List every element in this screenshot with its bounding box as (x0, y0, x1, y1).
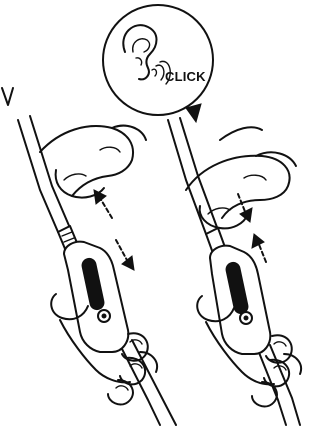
pull-up-arrow (252, 234, 266, 262)
edge-mark (2, 88, 13, 105)
left-panel (18, 116, 176, 425)
push-up-arrow (94, 190, 112, 218)
click-callout: CLICK (103, 5, 213, 122)
right-panel (168, 118, 301, 425)
click-label: CLICK (165, 69, 206, 84)
push-down-arrow (238, 194, 252, 222)
pull-down-arrow (116, 240, 134, 270)
